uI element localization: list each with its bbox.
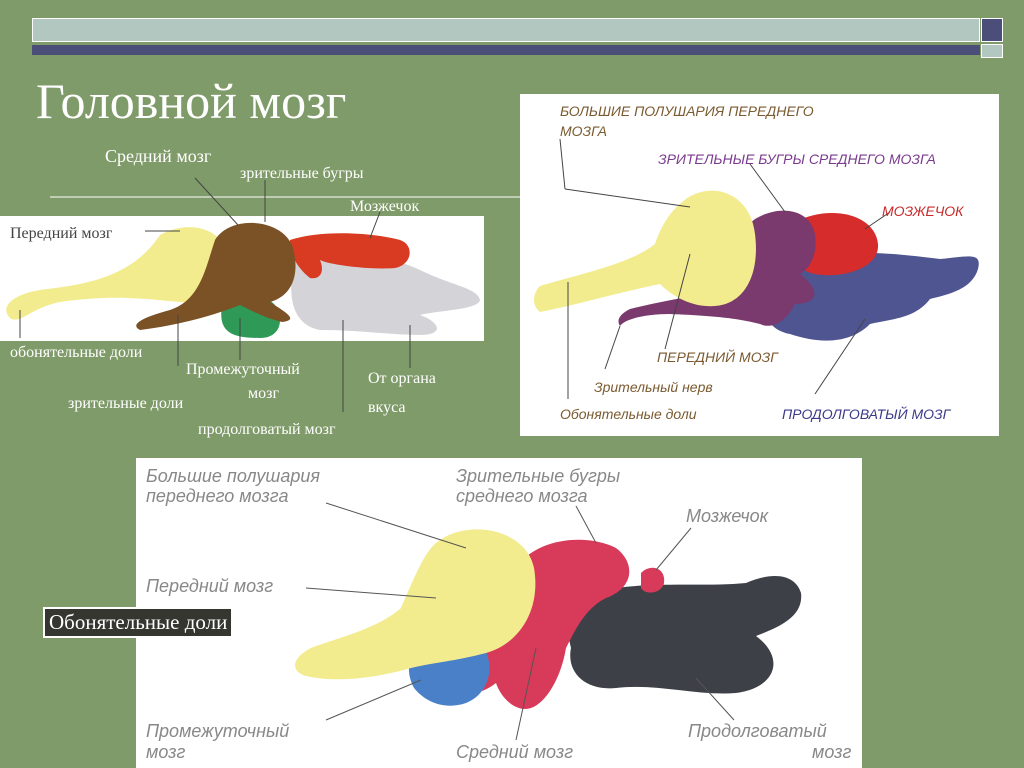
d2-label-cerebellum: МОЗЖЕЧОК xyxy=(882,203,964,219)
d1-label-optic-tubercles: зрительные бугры xyxy=(240,165,364,182)
diagram2: БОЛЬШИЕ ПОЛУШАРИЯ ПЕРЕДНЕГО МОЗГА ЗРИТЕЛ… xyxy=(520,94,999,436)
d2-label-medulla: ПРОДОЛГОВАТЫЙ МОЗГ xyxy=(782,405,952,422)
d1-label-taste-2: вкуса xyxy=(368,399,406,416)
d2-label-forebrain: ПЕРЕДНИЙ МОЗГ xyxy=(657,348,779,365)
d1-label-taste-1: От органа xyxy=(368,370,436,387)
d3-label-olfactory-boxed: Обонятельные доли xyxy=(43,607,234,638)
d2-label-optic-nerve: Зрительный нерв xyxy=(594,379,713,395)
d2-label-optic-tubercles: ЗРИТЕЛЬНЫЕ БУГРЫ СРЕДНЕГО МОЗГА xyxy=(658,151,936,167)
d3-label-hemispheres-1: Большие полушария xyxy=(146,466,320,486)
d1-label-olfactory: обонятельные доли xyxy=(10,344,143,361)
d1-forebrain xyxy=(6,227,225,320)
corner-square-decoration-2 xyxy=(981,44,1003,58)
d1-label-interbrain-1: Промежуточный xyxy=(186,361,300,378)
d1-medulla xyxy=(291,253,480,335)
d3-label-optic-tubercles-2: среднего мозга xyxy=(456,486,588,506)
d2-hemisphere xyxy=(534,190,756,312)
d3-label-cerebellum: Мозжечок xyxy=(686,506,770,526)
d1-label-medulla: продолговатый мозг xyxy=(198,421,336,438)
d3-label-medulla-1: Продолговатый xyxy=(688,721,827,741)
d2-medulla xyxy=(761,252,979,341)
corner-square-decoration xyxy=(981,18,1003,42)
d3-label-hemispheres-2: переднего мозга xyxy=(146,486,289,506)
diagram3: Большие полушария переднего мозга Зрител… xyxy=(136,458,862,768)
d1-label-cerebellum: Мозжечок xyxy=(350,198,419,215)
d1-midbrain xyxy=(136,222,296,330)
d2-optic-tubercles xyxy=(618,210,816,326)
d3-label-optic-tubercles-1: Зрительные бугры xyxy=(456,466,620,486)
d2-label-olfactory: Обонятельные доли xyxy=(560,406,697,422)
d3-hemisphere xyxy=(295,529,536,680)
d3-label-forebrain: Передний мозг xyxy=(146,576,273,596)
page-title: Головной мозг xyxy=(36,73,347,129)
title-line-decoration xyxy=(32,45,980,55)
d3-label-middle-brain: Средний мозг xyxy=(456,742,573,762)
d3-label-interbrain-1: Промежуточный xyxy=(146,721,289,741)
d3-label-medulla-2: мозг xyxy=(812,742,852,762)
d2-label-hemispheres-1: БОЛЬШИЕ ПОЛУШАРИЯ ПЕРЕДНЕГО xyxy=(560,103,814,119)
d3-medulla xyxy=(567,575,802,694)
diagram1: Средний мозг зрительные бугры Мозжечок П… xyxy=(0,146,520,438)
d1-label-interbrain-2: мозг xyxy=(248,385,279,402)
d1-label-forebrain: Передний мозг xyxy=(10,225,113,242)
d1-cerebellum xyxy=(290,233,410,279)
d1-label-optic-lobes: зрительные доли xyxy=(68,395,184,412)
d3-cerebellum xyxy=(641,567,665,593)
d3-label-interbrain-2: мозг xyxy=(146,742,186,762)
d1-label-middle-brain: Средний мозг xyxy=(105,146,211,166)
d2-label-hemispheres-2: МОЗГА xyxy=(560,123,607,139)
title-bar-decoration xyxy=(32,18,980,42)
